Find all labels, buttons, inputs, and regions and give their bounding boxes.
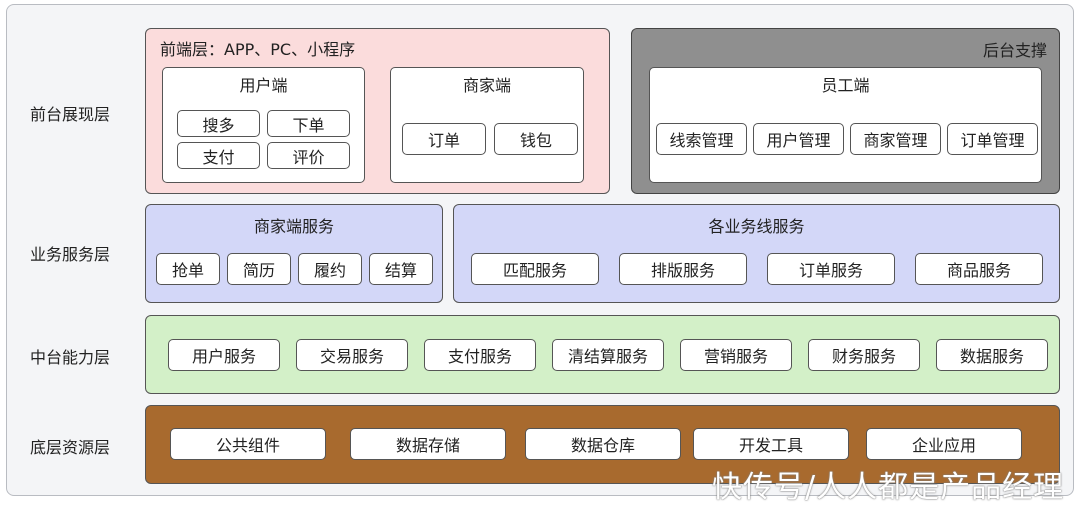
user-end-title: 用户端 — [239, 76, 288, 95]
frontend-panel: 前端层：APP、PC、小程序 用户端 搜多 下单 支付 评价 商家端 订单 钱包 — [145, 28, 610, 194]
merchant-service-item[interactable]: 简历 — [227, 253, 291, 285]
layer-label-frontend: 前台展现层 — [30, 105, 111, 124]
middle-service-item[interactable]: 清结算服务 — [552, 339, 664, 371]
frontend-panel-title: 前端层：APP、PC、小程序 — [160, 40, 356, 59]
line-service-item[interactable]: 订单服务 — [767, 253, 895, 285]
layer-label-business: 业务服务层 — [30, 245, 111, 264]
line-service-item[interactable]: 匹配服务 — [471, 253, 599, 285]
middle-service-item[interactable]: 营销服务 — [680, 339, 792, 371]
user-end-item[interactable]: 支付 — [177, 142, 260, 169]
staff-end-item[interactable]: 用户管理 — [753, 123, 844, 155]
line-service-item[interactable]: 商品服务 — [915, 253, 1043, 285]
staff-end-item[interactable]: 线索管理 — [656, 123, 747, 155]
staff-end-item[interactable]: 订单管理 — [947, 123, 1038, 155]
line-service-item[interactable]: 排版服务 — [619, 253, 747, 285]
backend-panel-title: 后台支撑 — [982, 41, 1047, 60]
merchant-services-panel: 商家端服务 抢单 简历 履约 结算 — [145, 204, 443, 303]
merchant-service-item[interactable]: 履约 — [298, 253, 362, 285]
base-resource-item[interactable]: 开发工具 — [693, 428, 849, 460]
middle-service-item[interactable]: 支付服务 — [424, 339, 536, 371]
merchant-end-item[interactable]: 订单 — [402, 123, 486, 155]
middle-service-item[interactable]: 财务服务 — [808, 339, 920, 371]
merchant-service-item[interactable]: 抢单 — [156, 253, 220, 285]
base-resource-item[interactable]: 数据仓库 — [525, 428, 681, 460]
user-end-item[interactable]: 下单 — [267, 110, 350, 137]
middle-service-item[interactable]: 用户服务 — [168, 339, 280, 371]
line-services-title: 各业务线服务 — [708, 217, 805, 236]
backend-panel: 后台支撑 员工端 线索管理 用户管理 商家管理 订单管理 — [631, 28, 1060, 194]
line-services-panel: 各业务线服务 匹配服务 排版服务 订单服务 商品服务 — [453, 204, 1060, 303]
base-resource-item[interactable]: 公共组件 — [170, 428, 326, 460]
base-resources-panel: 公共组件 数据存储 数据仓库 开发工具 企业应用 — [145, 405, 1060, 484]
middle-platform-panel: 用户服务 交易服务 支付服务 清结算服务 营销服务 财务服务 数据服务 — [145, 315, 1060, 394]
staff-end-card: 员工端 线索管理 用户管理 商家管理 订单管理 — [649, 67, 1042, 183]
merchant-service-item[interactable]: 结算 — [369, 253, 433, 285]
merchant-services-title: 商家端服务 — [253, 217, 334, 236]
middle-service-item[interactable]: 数据服务 — [936, 339, 1048, 371]
merchant-end-title: 商家端 — [462, 76, 511, 95]
middle-service-item[interactable]: 交易服务 — [296, 339, 408, 371]
base-resource-item[interactable]: 数据存储 — [350, 428, 506, 460]
layer-label-bottom: 底层资源层 — [30, 438, 111, 457]
merchant-end-card: 商家端 订单 钱包 — [390, 67, 584, 183]
layer-label-middle: 中台能力层 — [30, 348, 111, 367]
user-end-card: 用户端 搜多 下单 支付 评价 — [162, 67, 365, 183]
staff-end-item[interactable]: 商家管理 — [850, 123, 941, 155]
staff-end-title: 员工端 — [821, 76, 870, 95]
merchant-end-item[interactable]: 钱包 — [494, 123, 578, 155]
user-end-item[interactable]: 评价 — [267, 142, 350, 169]
user-end-item[interactable]: 搜多 — [177, 110, 260, 137]
watermark-text: 快传号/人人都是产品经理 — [712, 470, 1065, 505]
base-resource-item[interactable]: 企业应用 — [866, 428, 1022, 460]
